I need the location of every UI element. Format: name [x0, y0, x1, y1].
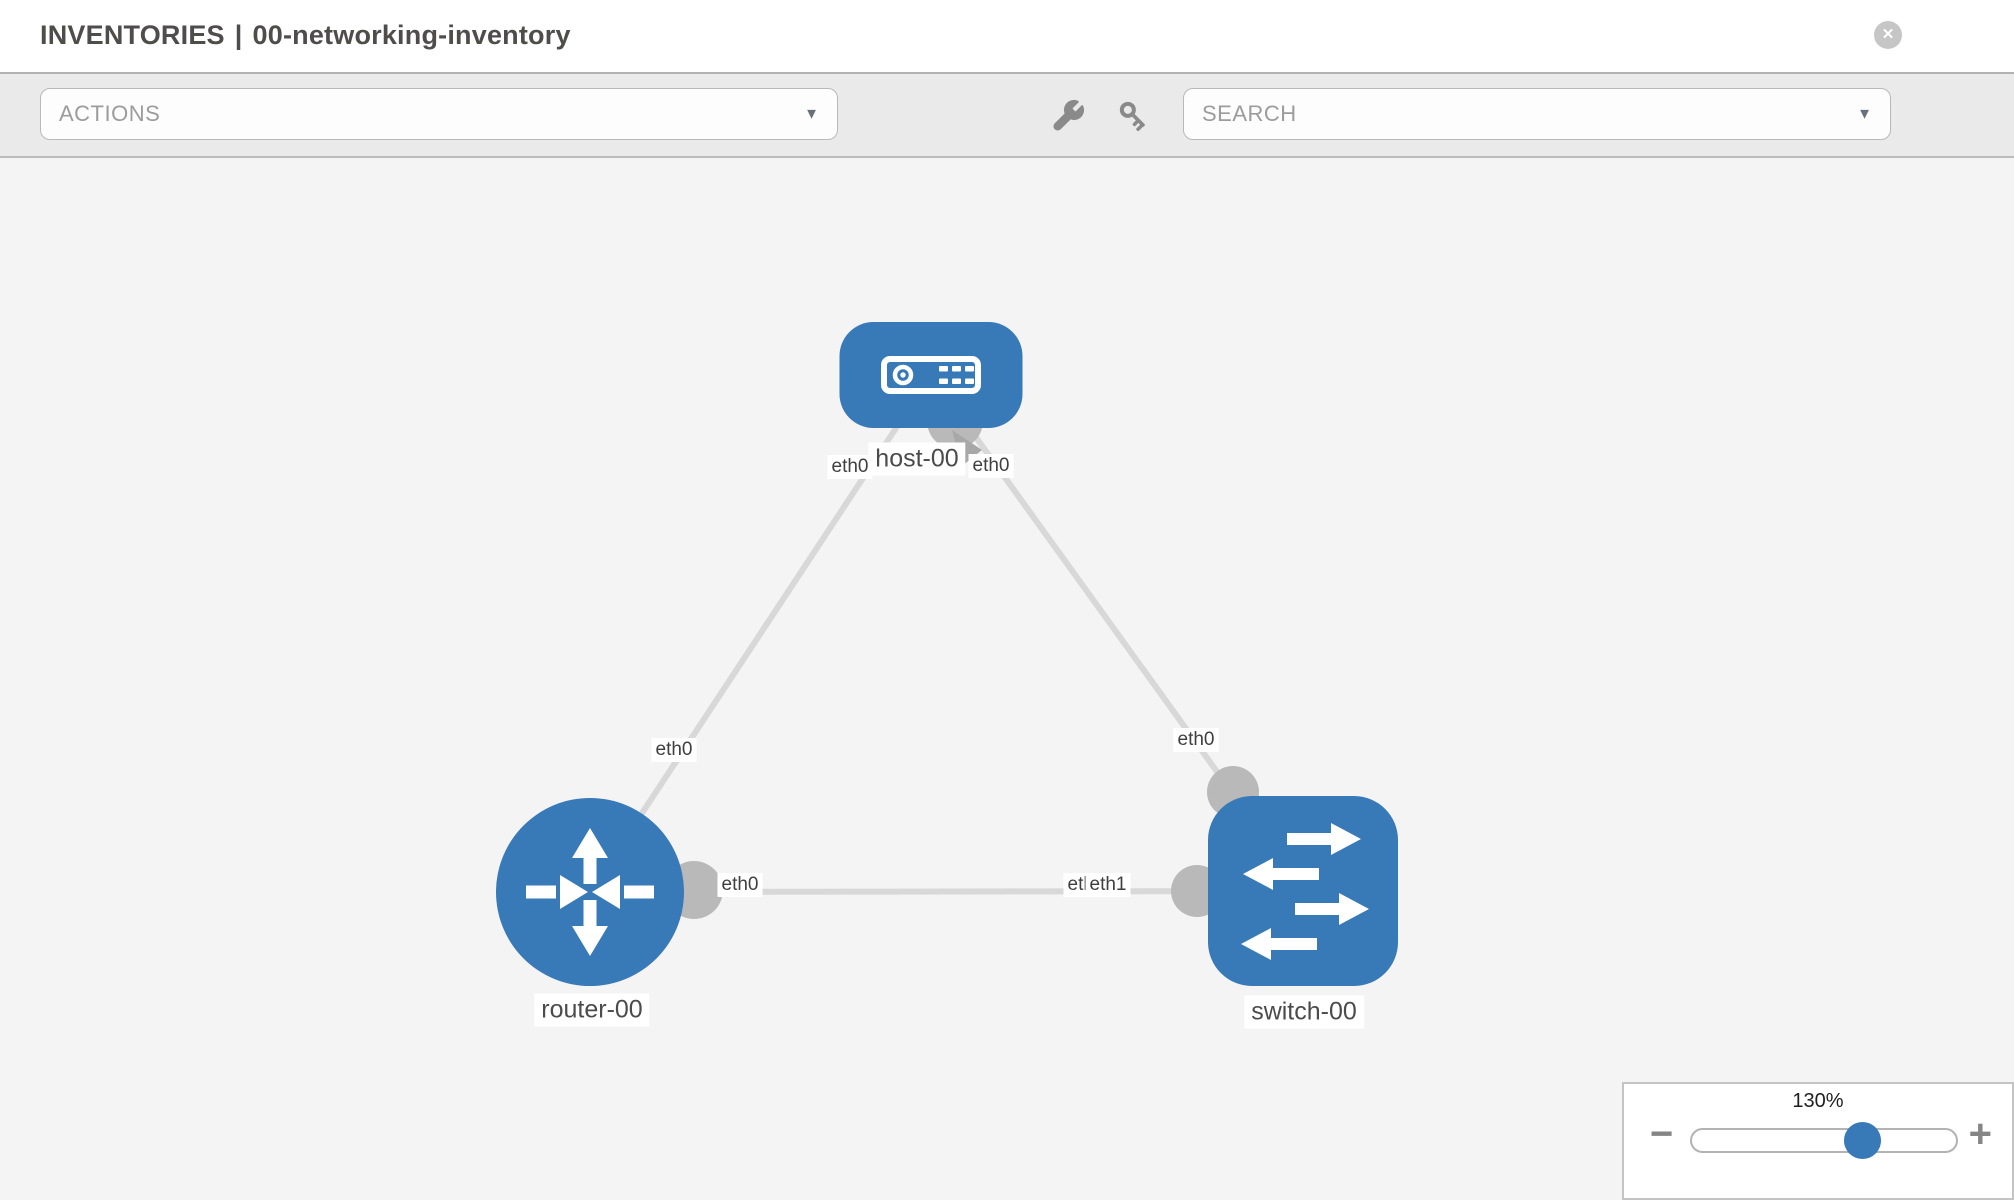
zoom-out-button[interactable]: −: [1650, 1112, 1674, 1156]
zoom-level-label: 130%: [1792, 1090, 1844, 1112]
search-dropdown[interactable]: SEARCH ▼: [1183, 88, 1891, 140]
close-icon[interactable]: ✕: [1874, 21, 1902, 49]
zoom-slider-thumb[interactable]: [1844, 1122, 1882, 1159]
key-icon[interactable]: [1116, 98, 1152, 134]
header-bar: INVENTORIES | 00-networking-inventory ✕: [0, 0, 2014, 72]
toolbar: ACTIONS ▼ SEARCH ▼: [0, 72, 2014, 158]
actions-dropdown[interactable]: ACTIONS ▼: [40, 88, 838, 140]
chevron-down-icon: ▼: [804, 105, 819, 123]
chevron-down-icon: ▼: [1857, 105, 1872, 123]
search-dropdown-label: SEARCH: [1202, 101, 1297, 126]
zoom-panel: 130% − +: [1622, 1082, 2014, 1200]
breadcrumb-item: 00-networking-inventory: [252, 20, 571, 50]
actions-dropdown-label: ACTIONS: [59, 101, 161, 126]
page-title: INVENTORIES | 00-networking-inventory: [40, 20, 571, 51]
breadcrumb-separator: |: [234, 20, 243, 50]
node-host-00[interactable]: [839, 322, 1023, 428]
zoom-slider[interactable]: [1690, 1122, 1958, 1159]
breadcrumb-section: INVENTORIES: [40, 20, 225, 50]
node-router-00[interactable]: [496, 798, 684, 986]
node-switch-00[interactable]: [1208, 796, 1398, 986]
wrench-icon[interactable]: [1050, 98, 1086, 134]
zoom-in-button[interactable]: +: [1968, 1112, 1992, 1156]
